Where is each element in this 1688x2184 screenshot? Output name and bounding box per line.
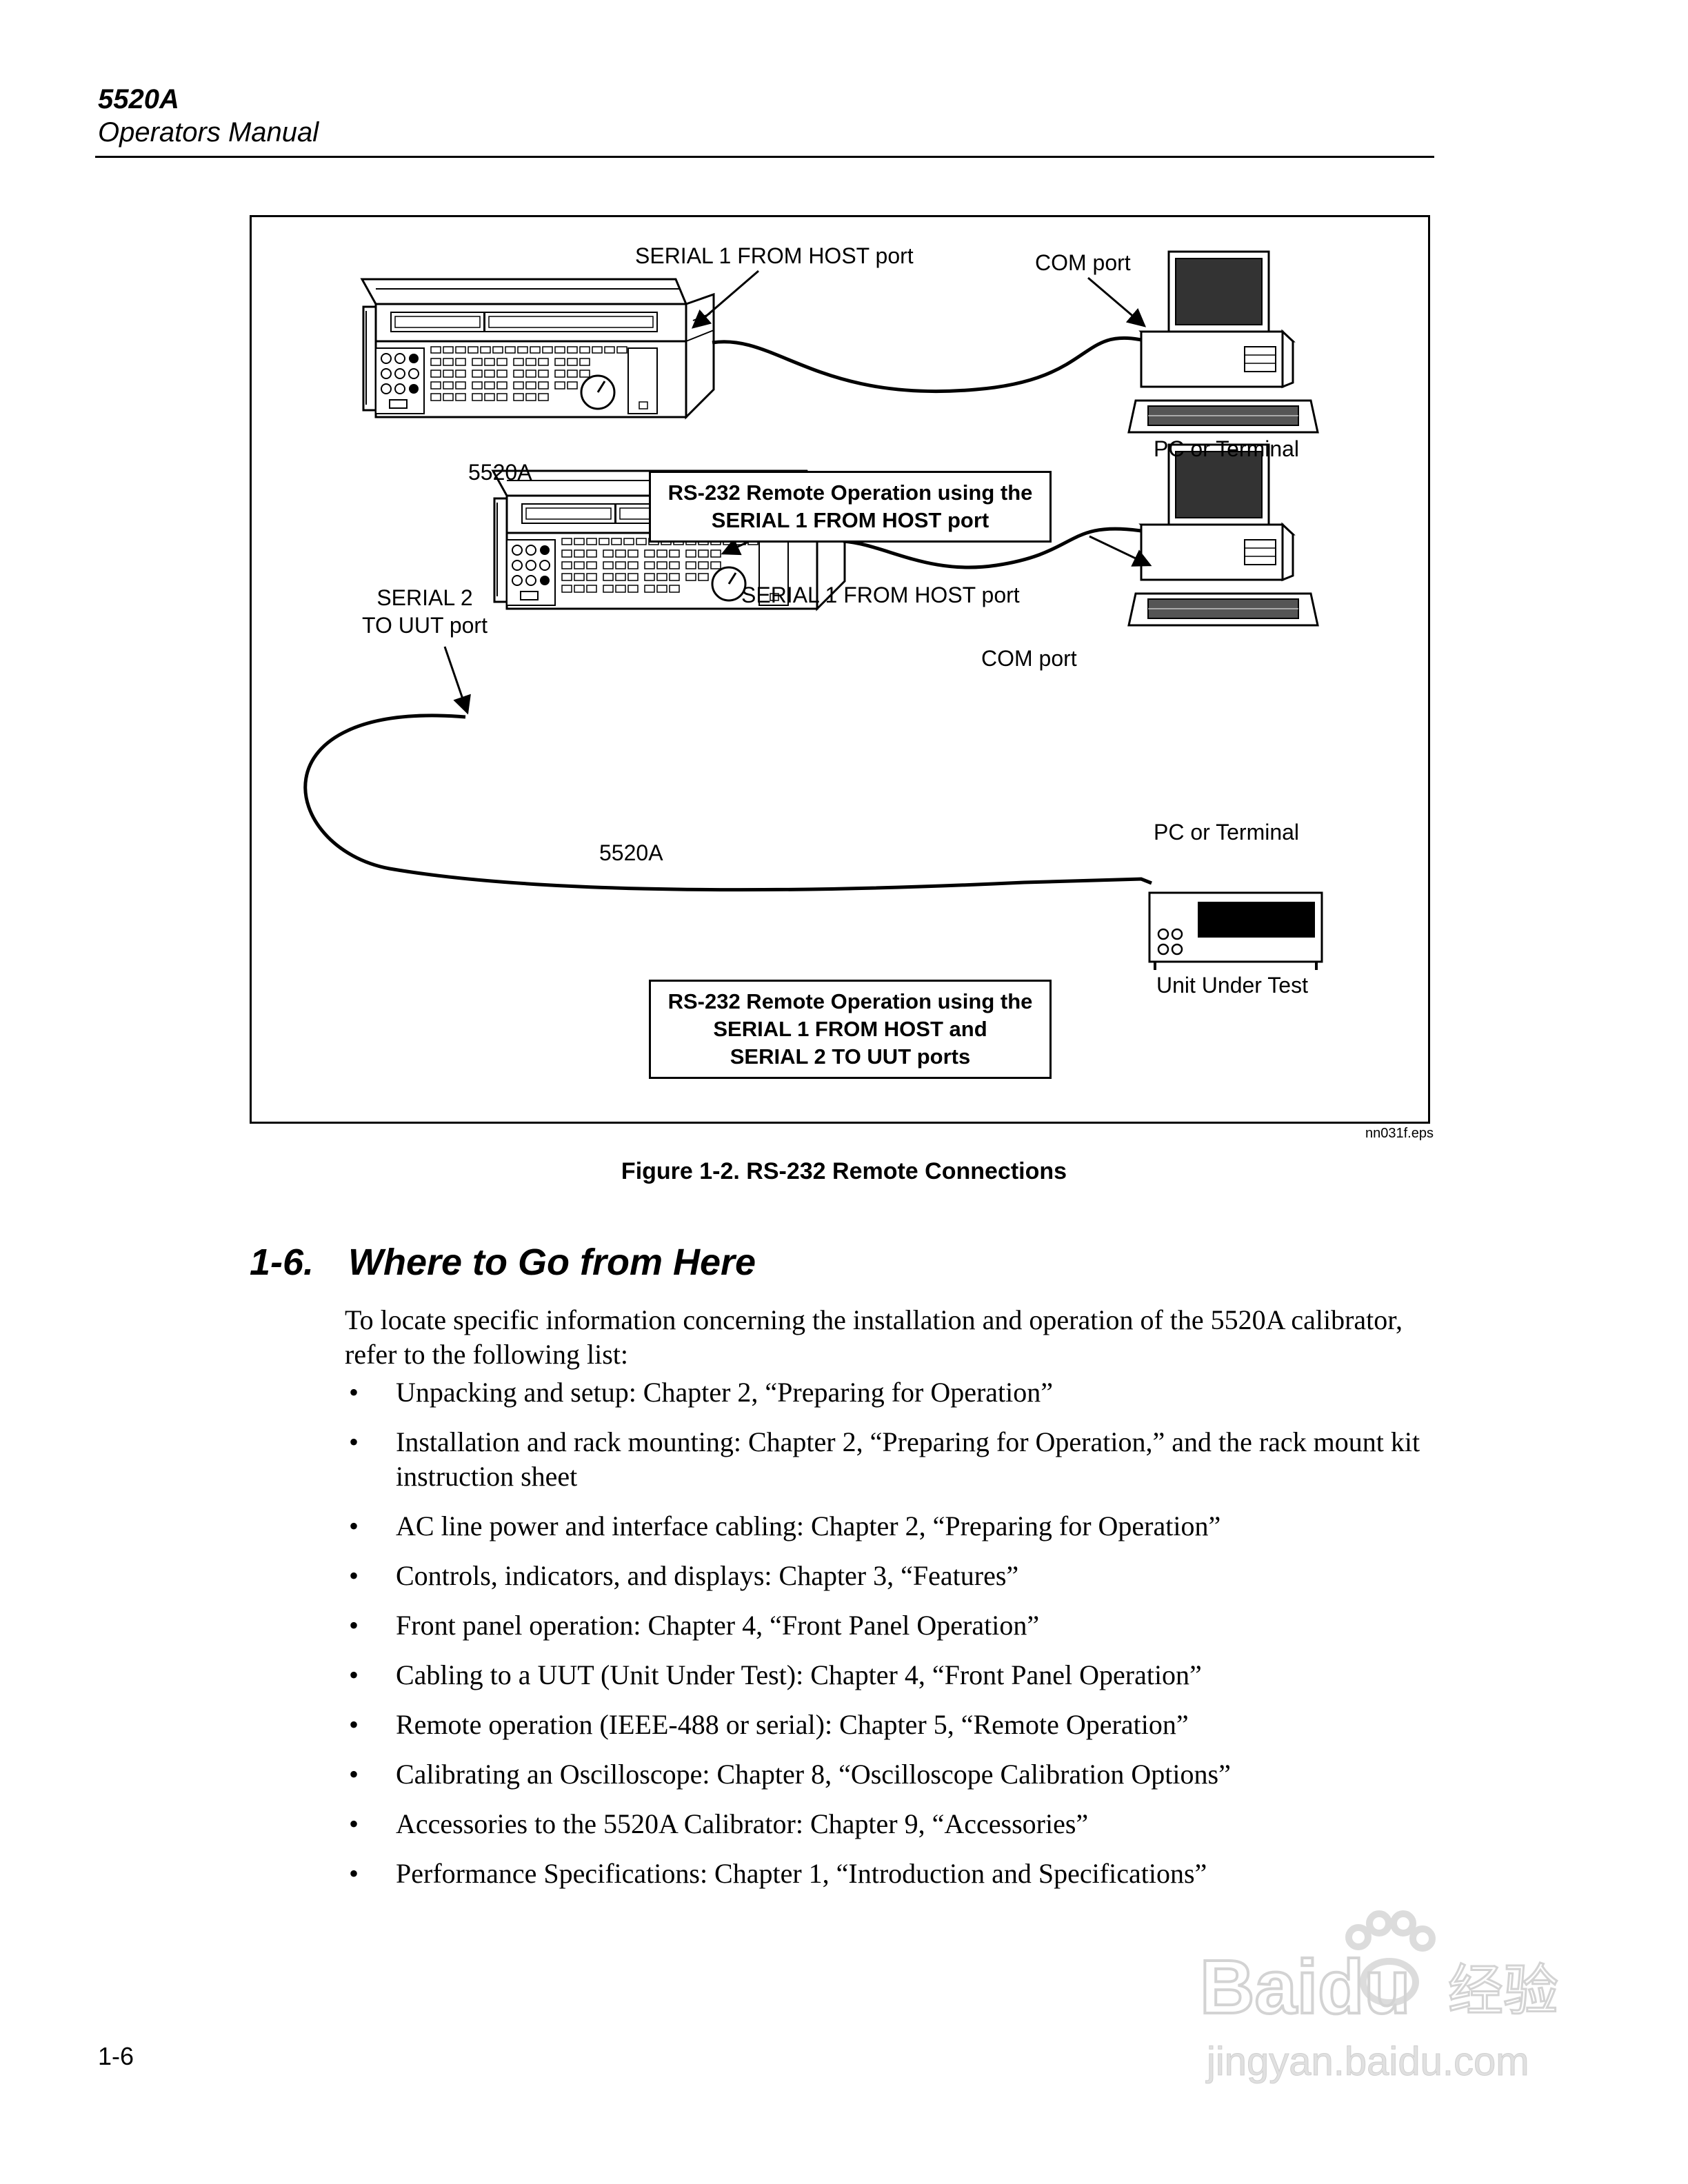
header-model: 5520A <box>98 84 179 114</box>
baidu-watermark-logo: Baidu 经验 jingyan.baidu.com <box>1198 1910 1560 2085</box>
list-item: •Unpacking and setup: Chapter 2, “Prepar… <box>349 1377 1054 1408</box>
label-5520a-top: 5520A <box>468 460 532 485</box>
list-item: •Remote operation (IEEE-488 or serial): … <box>349 1709 1189 1740</box>
label-serial1-bottom: SERIAL 1 FROM HOST port <box>741 583 1020 607</box>
list-item: •Controls, indicators, and displays: Cha… <box>349 1560 1019 1591</box>
label-serial2: SERIAL 2 TO UUT port <box>362 585 488 638</box>
label-pc-bottom: PC or Terminal <box>1154 820 1300 845</box>
list-item: •AC line power and interface cabling: Ch… <box>349 1510 1221 1541</box>
list-item: •Installation and rack mounting: Chapter… <box>349 1426 1420 1492</box>
header-title: Operators Manual <box>98 117 319 148</box>
list-item: •Front panel operation: Chapter 4, “Fron… <box>349 1610 1040 1641</box>
list-item: •Accessories to the 5520A Calibrator: Ch… <box>349 1808 1089 1839</box>
label-com-top: COM port <box>1035 250 1131 275</box>
label-com-bottom: COM port <box>981 646 1077 671</box>
figure-caption: Figure 1-2. RS-232 Remote Connections <box>621 1158 1067 1184</box>
section-intro: To locate specific information concernin… <box>345 1304 1403 1370</box>
label-5520a-bottom: 5520A <box>599 840 663 865</box>
label-serial1-top: SERIAL 1 FROM HOST port <box>635 243 914 268</box>
section-title: Where to Go from Here <box>348 1242 756 1283</box>
section-number: 1-6. <box>250 1242 314 1283</box>
header-rule <box>95 156 1434 158</box>
page-number: 1-6 <box>98 2042 134 2070</box>
uut-device <box>1148 891 1323 970</box>
list-item: •Cabling to a UUT (Unit Under Test): Cha… <box>349 1659 1202 1690</box>
figure-filename: nn031f.eps <box>1365 1126 1434 1141</box>
caption-box-top: RS-232 Remote Operation using the SERIAL… <box>649 471 1052 543</box>
figure-frame: SERIAL 1 FROM HOST port COM port PC or T… <box>250 215 1430 1124</box>
list-item: •Calibrating an Oscilloscope: Chapter 8,… <box>349 1759 1231 1790</box>
watermark-url: jingyan.baidu.com <box>1205 2039 1529 2084</box>
label-pc-top: PC or Terminal <box>1154 436 1300 461</box>
list-item: •Performance Specifications: Chapter 1, … <box>349 1858 1207 1889</box>
watermark-brand: Baidu <box>1200 1945 1411 2030</box>
watermark-cn: 经验 <box>1448 1959 1558 2023</box>
reference-list: •Unpacking and setup: Chapter 2, “Prepar… <box>345 1375 1434 1906</box>
caption-box-bottom: RS-232 Remote Operation using the SERIAL… <box>649 980 1052 1079</box>
label-uut: Unit Under Test <box>1156 973 1308 998</box>
